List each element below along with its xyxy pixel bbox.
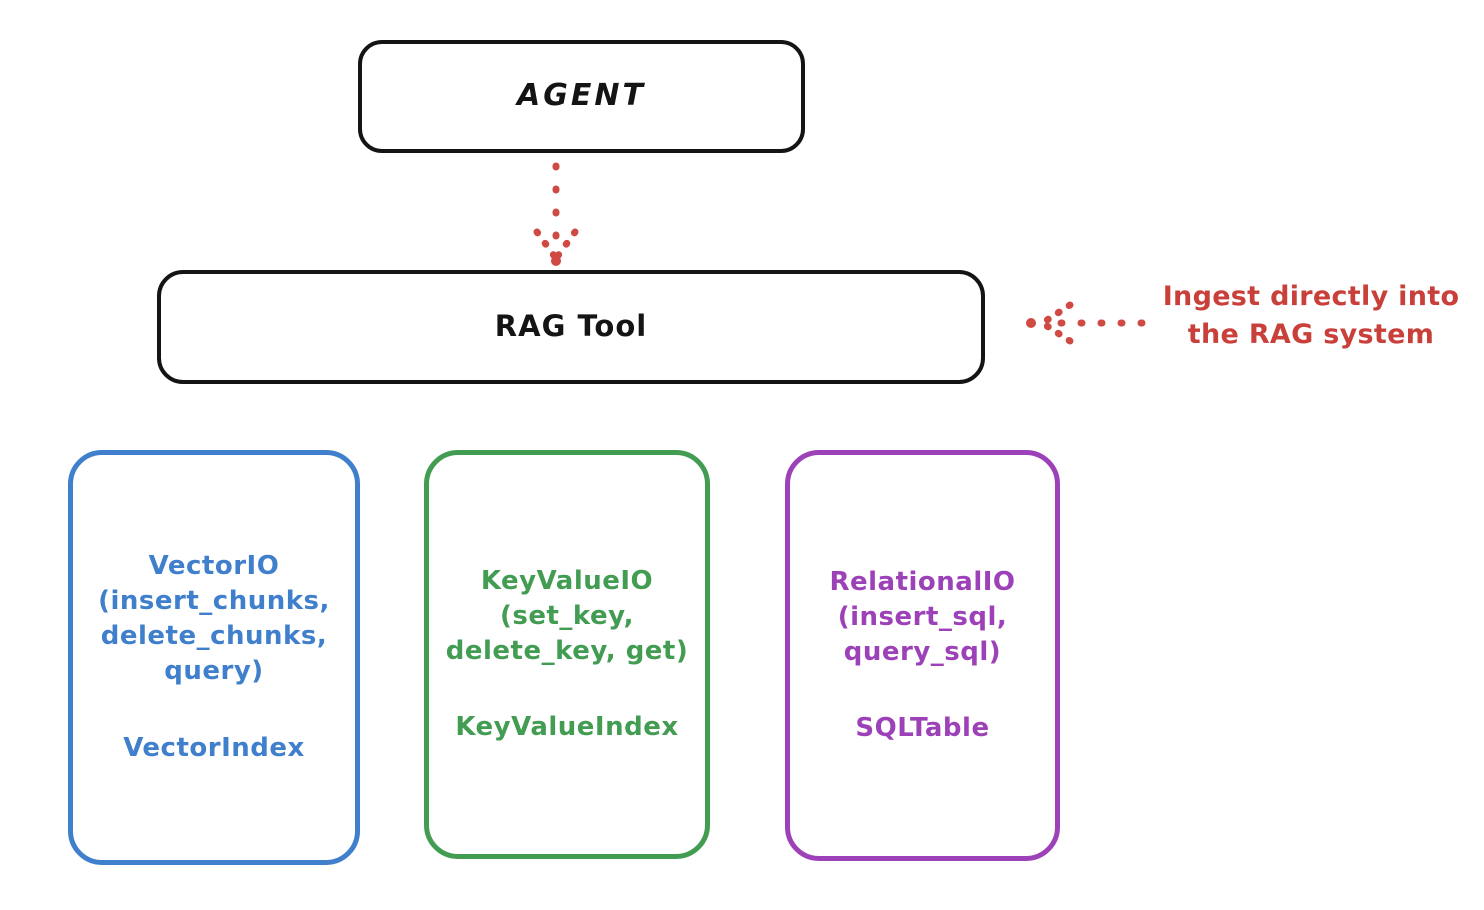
rag-tool-node-label: RAG Tool <box>494 309 648 344</box>
ingest-arrow-tip <box>1026 318 1036 328</box>
agent-to-rag-tool-arrow <box>533 162 579 266</box>
key-value-io-node[interactable]: KeyValueIO (set_key, delete_key, get) Ke… <box>424 450 710 859</box>
relational-io-api-label: RelationalIO (insert_sql, query_sql) <box>829 566 1016 667</box>
arrow-head-left <box>533 228 559 261</box>
arrow-tip <box>551 256 561 266</box>
key-value-io-index-label: KeyValueIndex <box>455 712 679 743</box>
ingest-annotation-label: Ingest directly into the RAG system <box>1162 281 1460 351</box>
vector-io-api-label: VectorIO (insert_chunks, delete_chunks, … <box>98 551 330 686</box>
ingest-arrow-head-top <box>1040 301 1074 326</box>
vector-io-node[interactable]: VectorIO (insert_chunks, delete_chunks, … <box>68 450 360 865</box>
key-value-io-api-label: KeyValueIO (set_key, delete_key, get) <box>445 565 689 666</box>
vector-io-index-label: VectorIndex <box>123 732 305 763</box>
relational-io-index-label: SQLTable <box>855 713 990 744</box>
agent-node[interactable]: AGENT <box>358 40 805 153</box>
arrow-head-right <box>553 228 579 261</box>
ingest-arrow <box>1026 301 1146 345</box>
agent-node-label: AGENT <box>517 78 646 114</box>
ingest-arrow-head-bottom <box>1040 320 1074 345</box>
relational-io-node[interactable]: RelationalIO (insert_sql, query_sql) SQL… <box>785 450 1060 861</box>
rag-tool-node[interactable]: RAG Tool <box>157 270 985 384</box>
